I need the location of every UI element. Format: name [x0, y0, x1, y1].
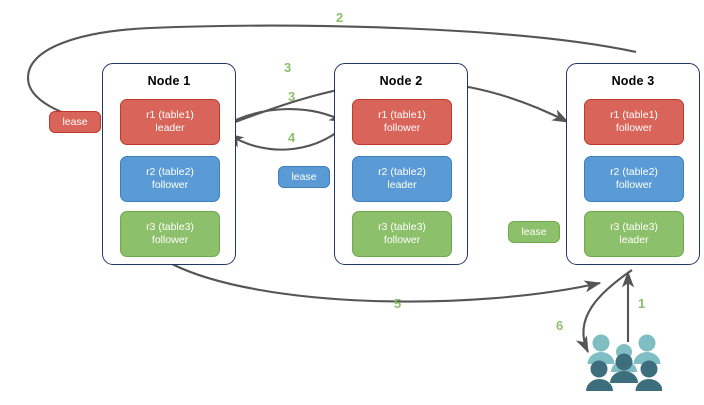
replica-name: r2 (table2) [146, 165, 194, 178]
node-container-node3: Node 3 r1 (table1) follower r2 (table2) … [566, 63, 700, 265]
users-icon [586, 334, 662, 391]
arrow-step-3-node2 [221, 108, 347, 128]
step-label-2: 2 [336, 10, 344, 25]
node-title: Node 2 [379, 74, 423, 88]
step-label-6: 6 [556, 318, 564, 333]
replica-card-node3-r1: r1 (table1) follower [584, 99, 684, 145]
replica-role: leader [619, 234, 649, 246]
replica-role: leader [155, 122, 185, 134]
replica-card-node1-r1: r1 (table1) leader [120, 99, 220, 145]
replica-name: r3 (table3) [146, 220, 194, 233]
step-label-5: 5 [394, 296, 402, 311]
lease-badge-green: lease [508, 221, 560, 243]
step-label-3a: 3 [284, 60, 292, 75]
step-label-3b: 3 [288, 89, 296, 104]
node-container-node2: Node 2 r1 (table1) follower r2 (table2) … [334, 63, 468, 265]
step-label-4: 4 [288, 130, 296, 145]
arrow-step-4 [226, 125, 346, 151]
replica-role: follower [383, 122, 421, 134]
lease-badge-red: lease [49, 111, 101, 133]
replica-card-node2-r1: r1 (table1) follower [352, 99, 452, 145]
lease-badge-blue: lease [278, 166, 330, 188]
replica-card-node2-r2: r2 (table2) leader [352, 156, 452, 202]
lease-label: lease [291, 171, 317, 183]
replica-name: r3 (table3) [610, 220, 658, 233]
replica-role: leader [387, 179, 417, 191]
replica-role: follower [615, 179, 653, 191]
replica-name: r1 (table1) [610, 108, 658, 121]
step-label-1: 1 [638, 296, 646, 311]
node-container-node1: Node 1 r1 (table1) leader r2 (table2) fo… [102, 63, 236, 265]
node-title: Node 3 [611, 74, 655, 88]
replica-role: follower [151, 234, 189, 246]
replica-name: r1 (table1) [146, 108, 194, 121]
replica-card-node2-r3: r3 (table3) follower [352, 211, 452, 257]
replica-role: follower [383, 234, 421, 246]
replica-role: follower [151, 179, 189, 191]
replica-card-node1-r3: r3 (table3) follower [120, 211, 220, 257]
replica-name: r2 (table2) [378, 165, 426, 178]
replica-card-node3-r2: r2 (table2) follower [584, 156, 684, 202]
replica-name: r3 (table3) [378, 220, 426, 233]
node-title: Node 1 [147, 74, 191, 88]
replica-role: follower [615, 122, 653, 134]
replica-card-node3-r3: r3 (table3) leader [584, 211, 684, 257]
lease-label: lease [62, 116, 88, 128]
lease-label: lease [521, 226, 547, 238]
arrow-step-5 [171, 263, 602, 303]
replica-card-node1-r2: r2 (table2) follower [120, 156, 220, 202]
replica-name: r1 (table1) [378, 108, 426, 121]
replica-name: r2 (table2) [610, 165, 658, 178]
